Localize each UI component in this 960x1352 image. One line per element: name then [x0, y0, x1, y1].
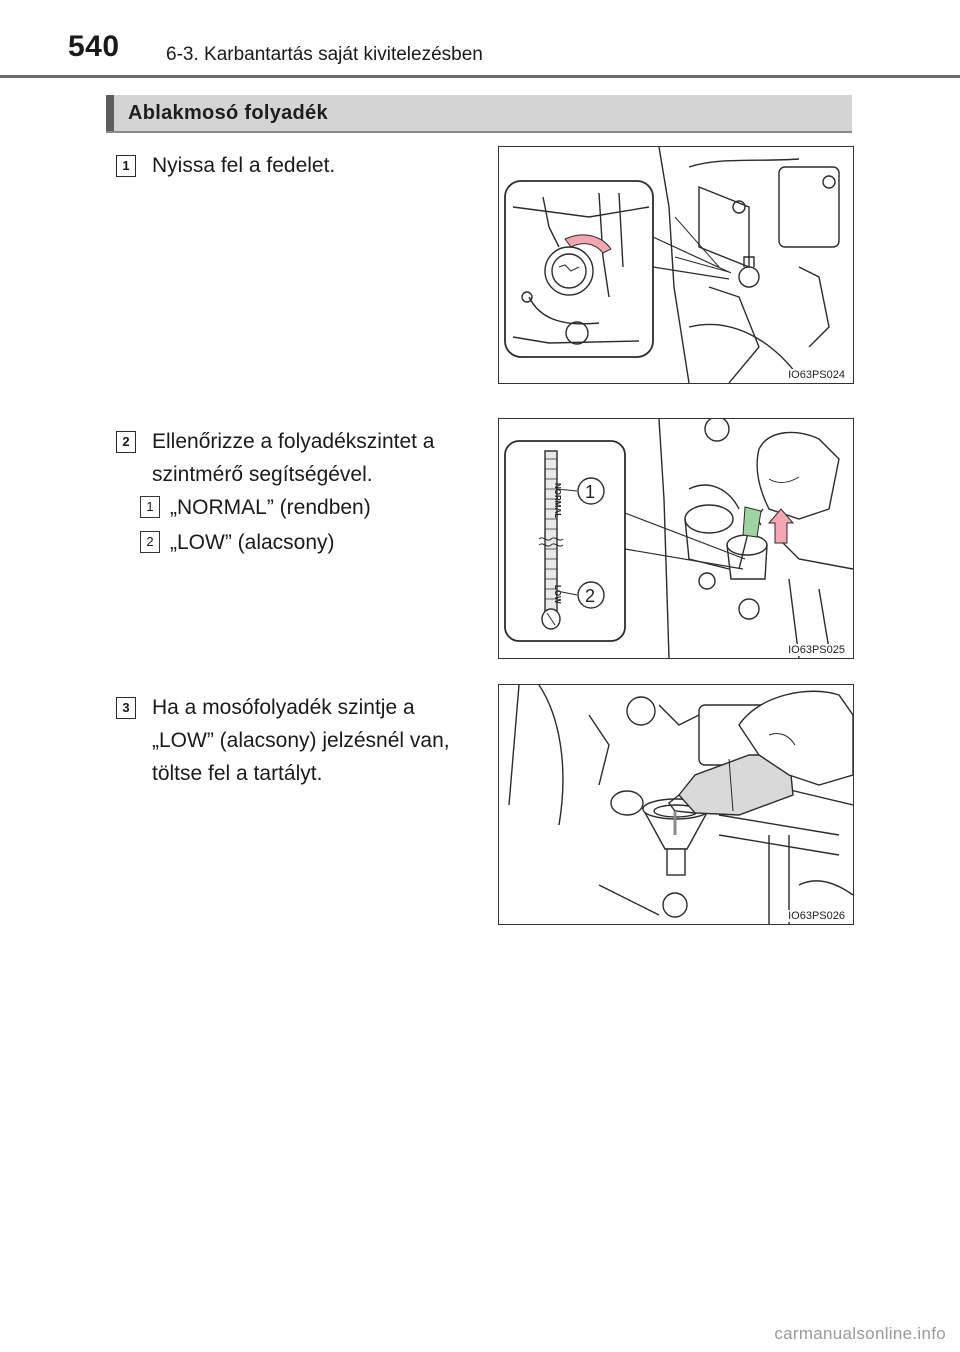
figure-refill: IO63PS026: [498, 684, 854, 925]
step-number-badge: 1: [116, 155, 136, 177]
figure-open-cap: IO63PS024: [498, 146, 854, 384]
section-title: Ablakmosó folyadék: [128, 102, 328, 124]
header-divider: [0, 75, 960, 78]
sub-item-normal: 1 „NORMAL” (rendben): [140, 493, 371, 523]
refill-illustration: [508, 685, 853, 924]
step-line: Nyissa fel a fedelet.: [152, 154, 336, 177]
step-instruction: Nyissa fel a fedelet.: [152, 149, 335, 182]
step-instruction: Ha a mosófolyadék szintje a „LOW” (alacs…: [152, 691, 450, 790]
sub-item-number: 1: [140, 496, 160, 518]
step-line: szintmérő segítségével.: [152, 463, 373, 486]
watermark: carmanualsonline.info: [774, 1324, 946, 1343]
figure-code: IO63PS025: [786, 644, 847, 656]
dipstick-low-label: LOW: [553, 585, 562, 604]
sub-item-number: 2: [140, 531, 160, 553]
step-line: „LOW” (alacsony) jelzésnél van,: [152, 729, 450, 752]
step-line: Ellenőrizze a folyadékszintet a: [152, 430, 435, 453]
step-instruction: Ellenőrizze a folyadékszintet a szintmér…: [152, 425, 435, 491]
figure-dipstick: NORMAL LOW 1 2 IO63PS025: [498, 418, 854, 659]
section-heading-bar: Ablakmosó folyadék: [106, 95, 852, 133]
callout-2: 2: [585, 586, 595, 606]
figure-code: IO63PS024: [786, 369, 847, 381]
step-line: Ha a mosófolyadék szintje a: [152, 696, 415, 719]
callout-1: 1: [585, 482, 595, 502]
sub-item-text: „LOW” (alacsony): [170, 531, 335, 554]
chapter-title: 6-3. Karbantartás saját kivitelezésben: [166, 44, 483, 65]
sub-item-low: 2 „LOW” (alacsony): [140, 528, 335, 558]
step-number-badge: 3: [116, 697, 136, 719]
engine-bay-illustration: [504, 147, 840, 383]
dipstick-illustration: NORMAL LOW 1 2: [504, 419, 853, 658]
figure-code: IO63PS026: [786, 910, 847, 922]
dipstick-normal-label: NORMAL: [553, 483, 562, 518]
page-header: 540 6-3. Karbantartás saját kivitelezésb…: [0, 0, 960, 80]
step-line: töltse fel a tartályt.: [152, 762, 323, 785]
page-number: 540: [68, 30, 120, 63]
sub-item-text: „NORMAL” (rendben): [170, 496, 371, 519]
step-number-badge: 2: [116, 431, 136, 453]
